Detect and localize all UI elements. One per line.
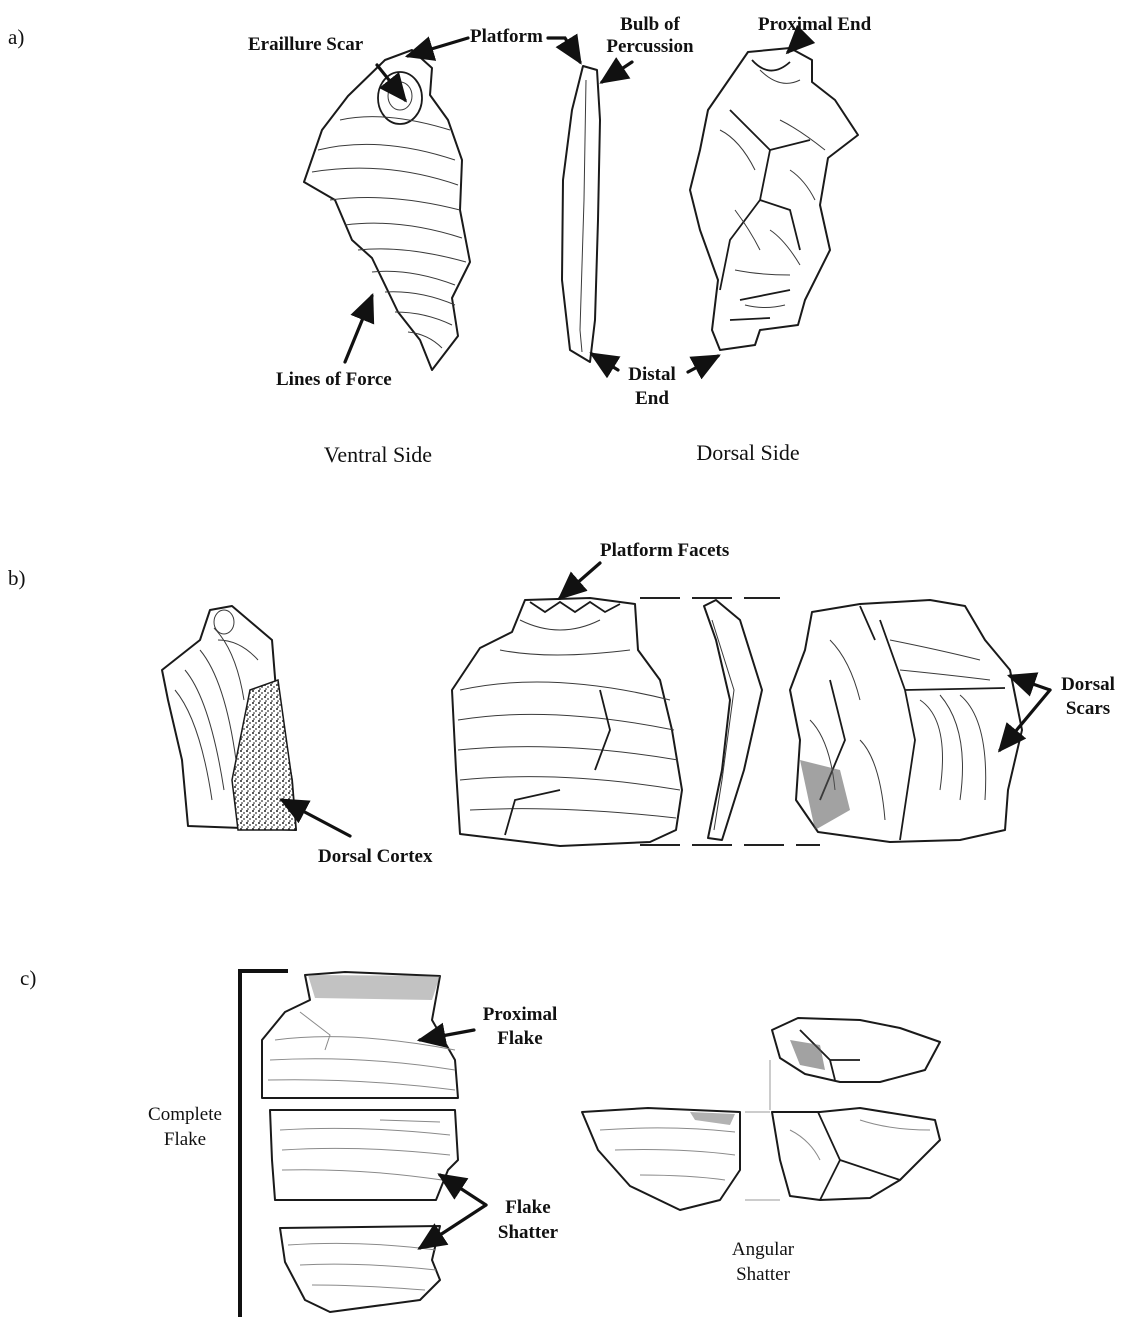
distal-end-label-line1: Distal (628, 364, 676, 385)
dorsal-scars-label-line1: Dorsal (1061, 674, 1115, 695)
complete-flake-label-line1: Complete (148, 1104, 222, 1125)
proximal-flake-drawing (262, 972, 458, 1098)
bulb-of-percussion-label-line2: Percussion (606, 36, 694, 57)
platform-to-profile-arrow (548, 38, 580, 62)
dorsal-scars-label-line2: Scars (1066, 698, 1110, 719)
distal-end-profile-arrow (592, 354, 618, 370)
faceted-platform-flake-drawing (452, 598, 682, 846)
flake-shatter-distal-drawing (280, 1226, 440, 1312)
bulb-of-percussion-label-line1: Bulb of (620, 14, 680, 35)
faceted-flake-side-profile-drawing (704, 600, 762, 840)
cortex-flake-drawing (162, 606, 296, 830)
proximal-flake-label-line1: Proximal (483, 1004, 558, 1025)
proximal-flake-label-line2: Flake (497, 1028, 542, 1049)
distal-end-dorsal-arrow (688, 356, 718, 372)
flake-side-profile-drawing (562, 66, 600, 362)
panel-a: a) Eraillure Scar Platform (8, 14, 872, 467)
platform-label: Platform (470, 26, 543, 47)
angular-shatter-drawing (582, 1018, 940, 1210)
dorsal-scars-flake-drawing (790, 600, 1022, 842)
panel-c: c) (20, 966, 940, 1317)
angular-shatter-label-line2: Shatter (736, 1264, 790, 1285)
panel-c-letter: c) (20, 966, 36, 990)
lines-of-force-label: Lines of Force (276, 369, 392, 390)
angular-shatter-label-line1: Angular (732, 1239, 795, 1260)
flake-shatter-upper-arrow (440, 1175, 486, 1205)
ventral-side-caption: Ventral Side (324, 442, 432, 467)
panel-b: b) (8, 540, 1115, 867)
dorsal-side-caption: Dorsal Side (696, 440, 799, 465)
platform-facets-label: Platform Facets (600, 540, 729, 561)
lines-of-force-arrow (345, 296, 372, 362)
dorsal-cortex-label: Dorsal Cortex (318, 846, 433, 867)
flake-shatter-label-line1: Flake (505, 1197, 550, 1218)
bulb-of-percussion-arrow (602, 62, 632, 82)
proximal-end-label: Proximal End (758, 14, 872, 35)
ventral-flake-drawing (304, 50, 470, 370)
platform-facets-arrow (560, 563, 600, 598)
eraillure-scar-label: Eraillure Scar (248, 34, 364, 55)
panel-a-letter: a) (8, 25, 24, 49)
dorsal-scars-upper-arrow (1010, 676, 1050, 690)
platform-pointer-arrow (408, 38, 468, 56)
distal-end-label-line2: End (635, 388, 669, 409)
dorsal-flake-drawing (690, 48, 858, 350)
flake-shatter-medial-drawing (270, 1110, 458, 1200)
complete-flake-label-line2: Flake (164, 1129, 206, 1150)
panel-b-letter: b) (8, 566, 26, 590)
flake-shatter-label-line2: Shatter (498, 1222, 559, 1243)
